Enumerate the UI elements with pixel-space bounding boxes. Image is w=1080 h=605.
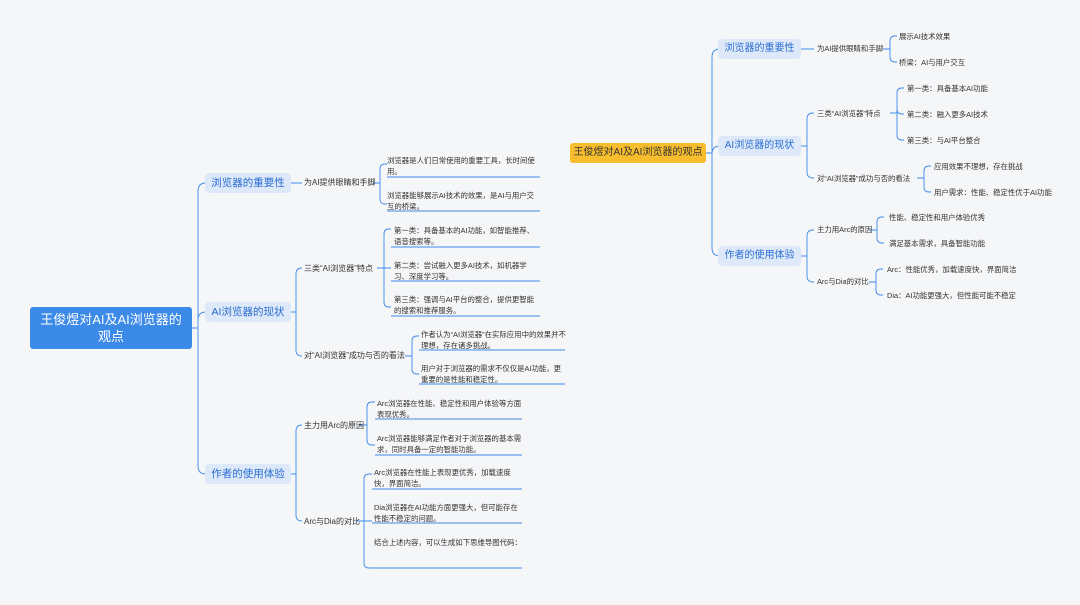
connector bbox=[373, 163, 387, 205]
right-topic-arc-reason[interactable]: 主力用Arc的原因 bbox=[817, 225, 873, 234]
left-root-topic[interactable]: 王俊煜对AI及AI浏览器的观点 bbox=[30, 307, 192, 349]
connector bbox=[291, 267, 303, 357]
right-topic-arc-vs-dia[interactable]: Arc与Dia的对比 bbox=[817, 277, 869, 286]
connector bbox=[356, 473, 372, 569]
right-root-topic[interactable]: 王俊煜对AI及AI浏览器的观点 bbox=[570, 143, 706, 163]
left-leaf[interactable]: 第一类：具备基本的AI功能，如智能推荐、语音搜索等。 bbox=[394, 226, 535, 246]
connector bbox=[870, 216, 884, 244]
right-branch-experience[interactable]: 作者的使用体验 bbox=[718, 246, 801, 266]
left-leaf[interactable]: 第二类：尝试融入更多AI技术，如机器学习、深度学习等。 bbox=[394, 261, 527, 281]
connector bbox=[869, 268, 883, 296]
connector bbox=[917, 165, 931, 193]
left-leaf[interactable]: 浏览器是人们日常使用的重要工具，长时间使用。 bbox=[387, 156, 535, 176]
right-leaf[interactable]: 桥梁：AI与用户交互 bbox=[899, 58, 966, 67]
right-leaf[interactable]: 满足基本需求，具备智能功能 bbox=[889, 239, 986, 248]
left-topic-three-types[interactable]: 三类“AI浏览器”特点 bbox=[304, 264, 373, 273]
left-branch-experience[interactable]: 作者的使用体验 bbox=[205, 464, 291, 484]
left-topic-arc-reason[interactable]: 主力用Arc的原因 bbox=[304, 421, 364, 430]
connector bbox=[359, 401, 375, 446]
connector bbox=[801, 112, 814, 179]
right-leaf[interactable]: 第三类：与AI平台整合 bbox=[907, 136, 981, 145]
connector bbox=[883, 35, 897, 63]
left-leaf[interactable]: 作者认为“AI浏览器”在实际应用中的效果并不理想，存在诸多挑战。 bbox=[421, 330, 566, 350]
left-topic-arc-vs-dia[interactable]: Arc与Dia的对比 bbox=[304, 517, 361, 526]
connector bbox=[291, 424, 303, 522]
connector bbox=[192, 182, 207, 475]
left-branch-importance[interactable]: 浏览器的重要性 bbox=[205, 173, 291, 193]
right-leaf[interactable]: 第一类：具备基本AI功能 bbox=[907, 84, 988, 93]
right-leaf[interactable]: 展示AI技术效果 bbox=[899, 32, 951, 41]
left-leaf[interactable]: Arc浏览器能够满足作者对于浏览器的基本需求，同时具备一定的智能功能。 bbox=[377, 434, 522, 454]
right-leaf[interactable]: 用户需求：性能、稳定性优于AI功能 bbox=[934, 188, 1052, 197]
left-leaf[interactable]: 浏览器能够展示AI技术的效果，是AI与用户交互的桥梁。 bbox=[387, 191, 534, 211]
left-topic-eyes-hands[interactable]: 为AI提供眼睛和手脚 bbox=[304, 178, 376, 187]
connector bbox=[377, 228, 391, 308]
right-topic-three-types[interactable]: 三类“AI浏览器”特点 bbox=[817, 109, 881, 118]
left-leaf[interactable]: 结合上述内容，可以生成如下思维导图代码： bbox=[374, 538, 522, 547]
right-leaf[interactable]: 性能、稳定性和用户体验优秀 bbox=[889, 213, 986, 222]
left-topic-success-view[interactable]: 对“AI浏览器”成功与否的看法 bbox=[304, 351, 405, 360]
right-branch-importance[interactable]: 浏览器的重要性 bbox=[718, 39, 801, 59]
right-topic-success-view[interactable]: 对“AI浏览器”成功与否的看法 bbox=[817, 174, 911, 183]
left-leaf[interactable]: 用户对于浏览器的需求不仅仅是AI功能，更重要的是性能和稳定性。 bbox=[421, 364, 562, 384]
connector bbox=[405, 335, 419, 375]
right-topic-eyes-hands[interactable]: 为AI提供眼睛和手脚 bbox=[817, 44, 884, 53]
connector bbox=[801, 229, 814, 283]
right-leaf[interactable]: 应用效果不理想，存在挑战 bbox=[934, 162, 1023, 171]
right-leaf[interactable]: 第二类：融入更多AI技术 bbox=[907, 110, 988, 119]
connector bbox=[890, 87, 904, 141]
left-leaf[interactable]: Arc浏览器在性能、稳定性和用户体验等方面表现优秀。 bbox=[377, 399, 522, 419]
right-branch-status[interactable]: AI浏览器的现状 bbox=[718, 136, 801, 156]
left-branch-status[interactable]: AI浏览器的现状 bbox=[205, 302, 291, 322]
right-leaf[interactable]: Arc：性能优秀，加载速度快，界面简洁 bbox=[887, 265, 1017, 274]
left-leaf[interactable]: 第三类：强调与AI平台的整合，提供更智能的搜索和推荐服务。 bbox=[394, 295, 535, 315]
left-leaf[interactable]: Arc浏览器在性能上表现更优秀，加载速度快，界面简洁。 bbox=[374, 468, 511, 488]
left-leaf[interactable]: Dia浏览器在AI功能方面更强大，但可能存在性能不稳定的问题。 bbox=[374, 503, 518, 523]
connector bbox=[706, 48, 721, 257]
right-leaf[interactable]: Dia：AI功能更强大，但性能可能不稳定 bbox=[887, 291, 1016, 300]
